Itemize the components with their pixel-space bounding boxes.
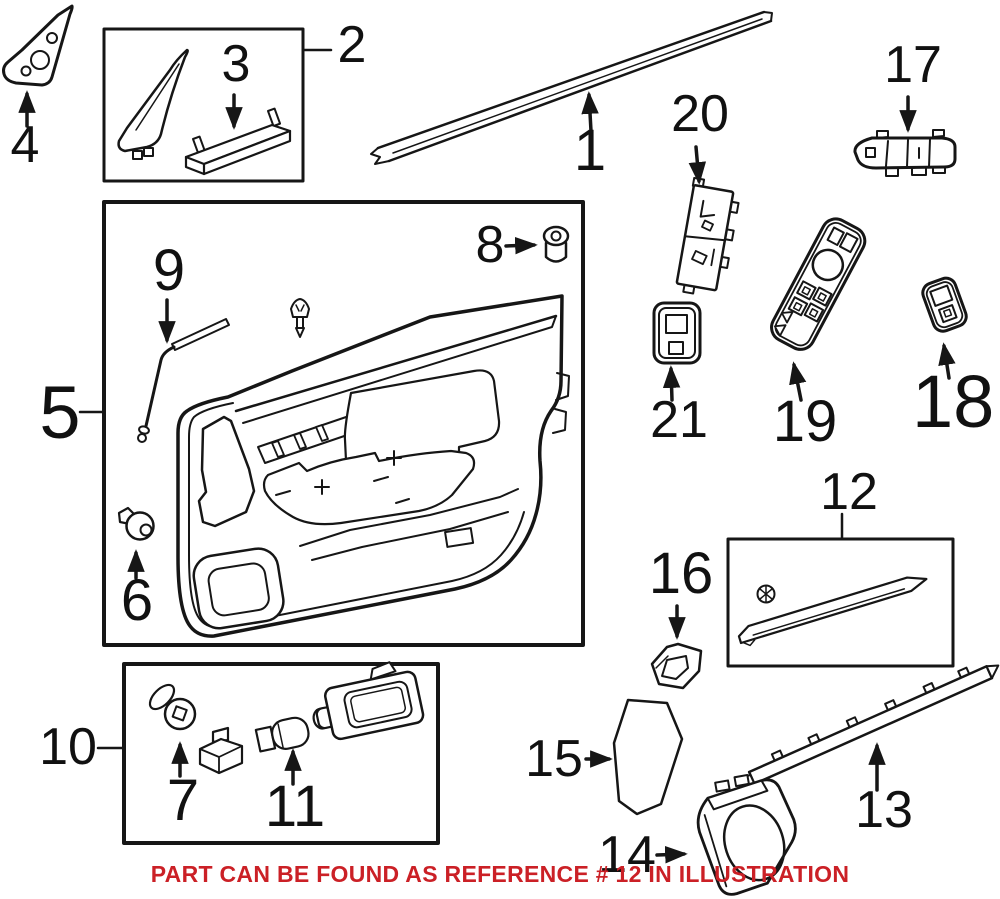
part-label-4: 4 [10,116,40,174]
part-label-13: 13 [855,781,913,839]
arrow-part-20 [688,145,707,185]
part-label-14: 14 [598,826,656,884]
part-20-bracket-drawing [675,176,740,295]
part-label-6: 6 [120,568,154,633]
part-label-17: 17 [884,36,942,94]
arrow-part-21 [662,365,681,402]
part-13-trim-drawing [743,664,1000,788]
arrow-part-14 [655,845,688,864]
reference-note: PART CAN BE FOUND AS REFERENCE # 12 IN I… [150,861,850,887]
part-3-rail-drawing [184,107,292,176]
part-17-switch-drawing [853,129,957,177]
part-9-rod-drawing [137,318,230,443]
group-box-10 [96,661,440,845]
part-16-clip-drawing [650,642,703,690]
courtesy-lamp-drawing [312,661,425,741]
door-panel-drawing [176,294,570,638]
retaining-clip-drawing [290,298,310,338]
part-19-window-switch-drawing [770,217,867,351]
group-box-12 [726,512,955,668]
part-6-clip-drawing [117,506,155,541]
part-label-15: 15 [525,730,583,788]
part-label-21: 21 [650,391,708,449]
part-12-trim-drawing [737,576,928,647]
part-label-2: 2 [337,16,367,74]
screw-wheel-icon [756,584,776,604]
part-label-20: 20 [671,85,729,143]
part-18-switch-drawing [921,276,968,333]
part-15-cover-drawing [612,698,684,816]
part-label-12: 12 [820,463,878,521]
part-label-5: 5 [39,371,81,454]
part-label-11: 11 [264,774,326,839]
part-21-switch-drawing [652,301,702,365]
group-box-5 [78,200,585,647]
part-label-16: 16 [648,541,714,606]
part-label-7: 7 [166,768,200,833]
part-label-18: 18 [912,360,995,443]
part-7-screw-drawing [148,683,197,731]
part-label-10: 10 [39,718,97,776]
part-label-3: 3 [221,35,251,93]
part-label-8: 8 [475,216,505,274]
part-14-speaker-drawing [696,773,797,896]
part-label-19: 19 [772,389,838,454]
part-1-molding-drawing [370,10,773,165]
part-4-drawing [2,4,74,87]
part-label-1: 1 [573,118,607,183]
group-box-2 [102,27,333,183]
connector-block-drawing [198,726,244,775]
sail-trim-drawing [117,48,189,153]
part-11-bulb-drawing [254,716,310,753]
arrow-part-18 [938,342,956,380]
part-8-grommet-drawing [542,225,570,263]
arrow-part-19 [789,361,807,402]
part-label-9: 9 [152,238,186,303]
arrow-part-1 [581,91,599,133]
arrow-part-8 [504,236,538,255]
